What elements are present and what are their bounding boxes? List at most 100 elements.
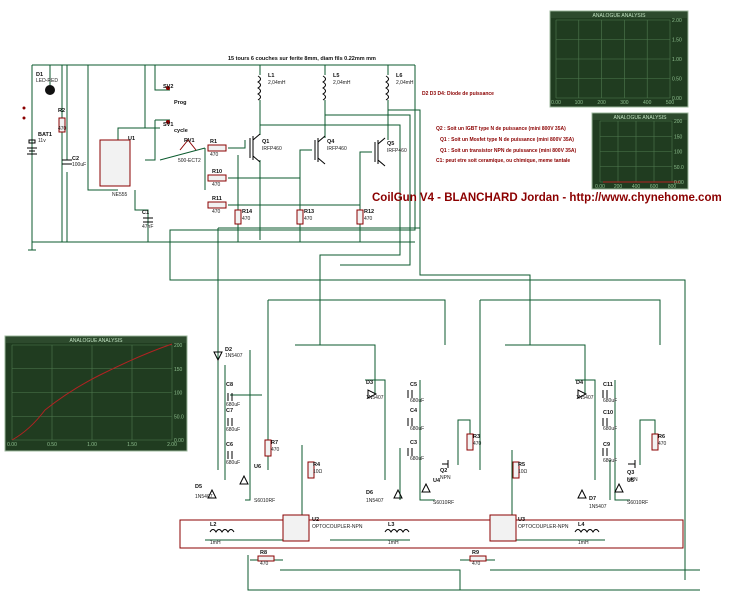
capacitor-bank-2 bbox=[407, 390, 413, 456]
x-tick-label: 0.00 bbox=[595, 184, 605, 190]
value-l4: 1mH bbox=[578, 540, 589, 546]
value-c8: 680uF bbox=[226, 402, 240, 408]
value-l5: 2,04mH bbox=[333, 80, 351, 86]
ref-u4: U4 bbox=[433, 478, 441, 484]
value-c7: 680uF bbox=[226, 427, 240, 433]
switch-sv2-label: Prog bbox=[174, 100, 187, 106]
value-q3: NPN bbox=[627, 477, 638, 483]
ref-l1: L1 bbox=[268, 73, 274, 79]
switch-sv1-label: cycle bbox=[174, 128, 188, 134]
diode-d2-symbol bbox=[213, 351, 223, 362]
value-d4: 1N5407 bbox=[576, 395, 594, 401]
ref-u1: U1 bbox=[128, 136, 135, 142]
switch-sv2-symbol bbox=[166, 86, 170, 90]
y-tick-label: 100 bbox=[674, 150, 683, 156]
note-1: D2 D3 D4: Diode de puissance bbox=[422, 91, 494, 97]
value-l3: 1mH bbox=[388, 540, 399, 546]
ref-u5: U5 bbox=[627, 478, 634, 484]
y-tick-label: 200 bbox=[174, 343, 183, 349]
ref-r11: R11 bbox=[212, 196, 222, 202]
coil-l5-symbol bbox=[322, 75, 326, 101]
value-l2: 1mH bbox=[210, 540, 221, 546]
ref-c10: C10 bbox=[603, 410, 613, 416]
value-r11: 470 bbox=[212, 209, 221, 215]
capacitor-bank-3 bbox=[602, 390, 608, 456]
ref-c3: C3 bbox=[410, 440, 417, 446]
x-tick-label: 800 bbox=[668, 184, 677, 190]
value-r5: 10Ω bbox=[518, 469, 528, 475]
ref-r9: R9 bbox=[472, 550, 479, 556]
ref-c11: C11 bbox=[603, 382, 613, 388]
ref-d5: D5 bbox=[195, 484, 202, 490]
component-labels: D1LED-REDBAT111vR2470C2100uFU1NE555C147n… bbox=[36, 72, 667, 567]
switch-sv2-ref: SV2 bbox=[163, 84, 173, 90]
ref-rv1: RV1 bbox=[184, 138, 195, 144]
value-c10: 680uF bbox=[603, 426, 617, 432]
x-tick-label: 200 bbox=[597, 100, 606, 106]
ref-r10: R10 bbox=[212, 169, 222, 175]
x-tick-label: 2.00 bbox=[167, 442, 177, 448]
inductor-l4-symbol bbox=[574, 529, 600, 533]
note-3: Q1 : Soit un Mosfet type N de puissance … bbox=[440, 137, 574, 143]
value-c3: 680uF bbox=[410, 456, 424, 462]
ref-c2: C2 bbox=[72, 156, 79, 162]
ref-u6: U6 bbox=[254, 464, 261, 470]
value-d7: 1N5407 bbox=[589, 504, 607, 510]
x-tick-label: 1.50 bbox=[127, 442, 137, 448]
scope-mid-right-title: ANALOGUE ANALYSIS bbox=[614, 115, 668, 121]
diode-d6-symbol bbox=[393, 488, 403, 499]
ref-q3: Q3 bbox=[627, 470, 634, 476]
coil-l1-symbol bbox=[257, 75, 261, 101]
ref-bat1: BAT1 bbox=[38, 132, 52, 138]
value-c6: 680uF bbox=[226, 460, 240, 466]
scope-top-right: ANALOGUE ANALYSIS 2.001.501.000.500.000.… bbox=[549, 10, 689, 108]
x-tick-label: 300 bbox=[620, 100, 629, 106]
coil-note: 15 tours 6 couches sur ferite 8mm, diam … bbox=[228, 56, 376, 62]
timer-u1-symbol bbox=[99, 139, 131, 187]
ref-u2: U2 bbox=[312, 517, 319, 523]
thyristor-u5-symbol bbox=[614, 482, 624, 493]
ref-l3: L3 bbox=[388, 522, 394, 528]
note-4: Q1 : Soit un transistor NPN de puissance… bbox=[440, 148, 576, 154]
x-tick-label: 200 bbox=[614, 184, 623, 190]
value-r7: 470 bbox=[271, 447, 280, 453]
ref-q1: Q1 bbox=[262, 139, 269, 145]
x-tick-label: 0.50 bbox=[47, 442, 57, 448]
value-r1: 470 bbox=[210, 152, 219, 158]
value-c4: 680uF bbox=[410, 426, 424, 432]
ref-l4: L4 bbox=[578, 522, 585, 528]
y-tick-label: 200 bbox=[674, 119, 683, 125]
scope-top-right-title: ANALOGUE ANALYSIS bbox=[593, 13, 647, 19]
value-d1: LED-RED bbox=[36, 78, 58, 84]
ref-r3: R3 bbox=[473, 434, 480, 440]
ref-c5: C5 bbox=[410, 382, 417, 388]
value-r4: 10Ω bbox=[313, 469, 323, 475]
x-tick-label: 0.00 bbox=[551, 100, 561, 106]
mosfet-q5-symbol bbox=[374, 137, 386, 167]
value-d2: 1N5407 bbox=[225, 353, 243, 359]
value-r6: 470 bbox=[658, 441, 667, 447]
mosfet-q4-symbol bbox=[314, 135, 326, 165]
supply-section bbox=[22, 85, 197, 223]
y-tick-label: 0.50 bbox=[672, 77, 682, 83]
ref-r7: R7 bbox=[271, 440, 278, 446]
led-d1-symbol bbox=[45, 85, 55, 95]
note-5: C1: peut etre soit ceramique, ou chimiqu… bbox=[436, 158, 570, 164]
value-u5: S6010RF bbox=[627, 500, 648, 506]
npn-q2-symbol bbox=[442, 460, 449, 468]
x-tick-label: 400 bbox=[632, 184, 641, 190]
value-r12: 470 bbox=[364, 216, 373, 222]
ref-c8: C8 bbox=[226, 382, 233, 388]
value-u2: OPTOCOUPLER-NPN bbox=[312, 524, 363, 530]
x-tick-label: 1.00 bbox=[87, 442, 97, 448]
diode-d4-symbol bbox=[577, 389, 588, 399]
ref-q5: Q5 bbox=[387, 141, 394, 147]
ref-r5: R5 bbox=[518, 462, 525, 468]
value-l1: 2,04mH bbox=[268, 80, 286, 86]
value-u4: S6010RF bbox=[433, 500, 454, 506]
value-u6: S6010RF bbox=[254, 498, 275, 504]
value-q2: NPN bbox=[440, 475, 451, 481]
ref-r1: R1 bbox=[210, 139, 217, 145]
